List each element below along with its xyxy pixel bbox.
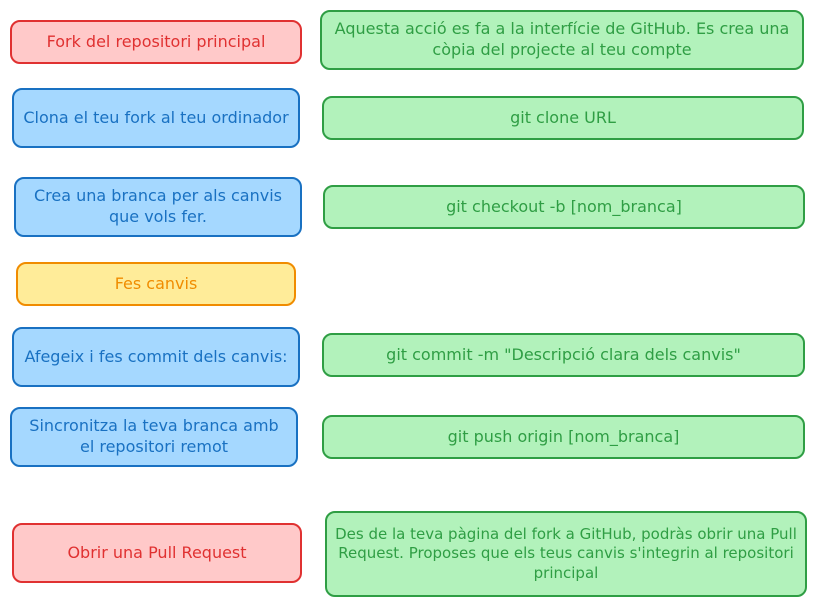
step-label: Fork del repositori principal (46, 31, 266, 51)
detail-commit: git commit -m "Descripció clara dels can… (322, 333, 805, 377)
step-label: Sincronitza la teva branca amb el reposi… (29, 416, 279, 456)
detail-text: git commit -m "Descripció clara dels can… (386, 344, 741, 364)
step-changes: Fes canvis (16, 262, 296, 306)
step-label: Obrir una Pull Request (67, 542, 247, 562)
detail-clone: git clone URL (322, 96, 804, 140)
detail-text: Des de la teva pàgina del fork a GitHub,… (335, 524, 797, 582)
detail-branch: git checkout -b [nom_branca] (323, 185, 805, 229)
step-commit: Afegeix i fes commit dels canvis: (12, 327, 300, 387)
step-clone: Clona el teu fork al teu ordinador (12, 88, 300, 148)
detail-push: git push origin [nom_branca] (322, 415, 805, 459)
detail-pull-request: Des de la teva pàgina del fork a GitHub,… (325, 511, 807, 597)
step-label: Crea una branca per als canvis que vols … (34, 186, 282, 226)
step-label: Afegeix i fes commit dels canvis: (24, 346, 288, 366)
detail-fork: Aquesta acció es fa a la interfície de G… (320, 10, 804, 70)
step-label: Clona el teu fork al teu ordinador (23, 107, 289, 127)
step-push: Sincronitza la teva branca amb el reposi… (10, 407, 298, 467)
step-fork: Fork del repositori principal (10, 20, 302, 64)
detail-text: git push origin [nom_branca] (447, 426, 680, 446)
detail-text: git checkout -b [nom_branca] (446, 196, 682, 216)
step-branch: Crea una branca per als canvis que vols … (14, 177, 302, 237)
step-label: Fes canvis (114, 273, 198, 293)
detail-text: Aquesta acció es fa a la interfície de G… (334, 19, 790, 59)
step-pull-request: Obrir una Pull Request (12, 523, 302, 583)
detail-text: git clone URL (510, 107, 616, 127)
